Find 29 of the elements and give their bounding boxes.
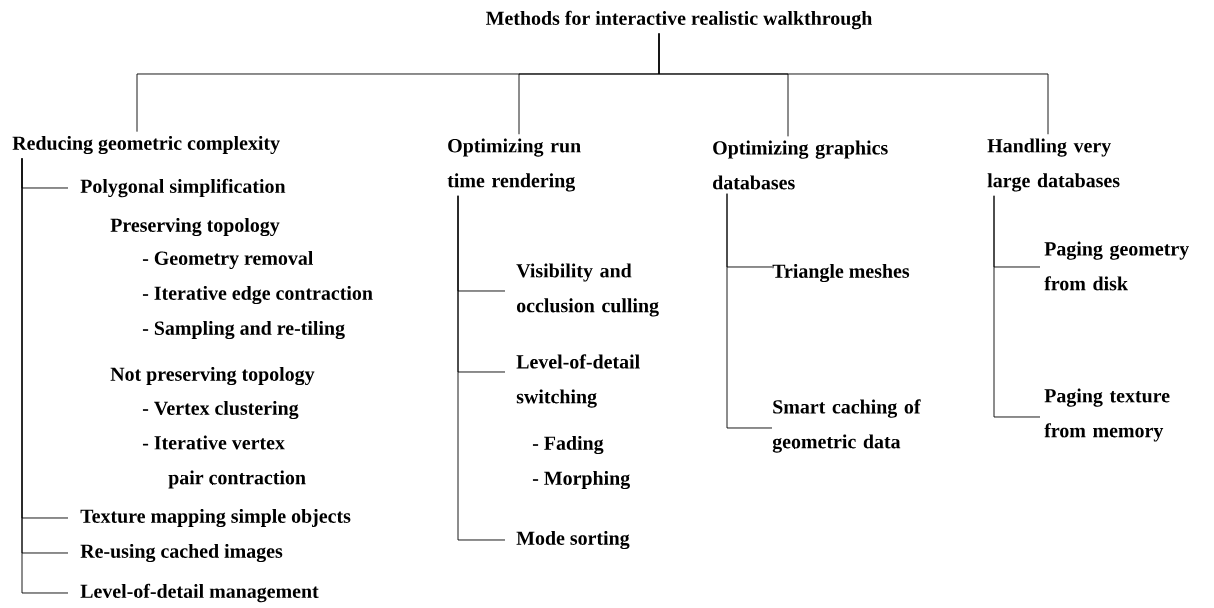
list-item: - Fading <box>532 435 604 455</box>
branch-label: Paging texture from memory <box>1044 388 1170 442</box>
list-item: - Sampling and re-tiling <box>142 320 345 340</box>
branch-label: Re-using cached images <box>80 543 283 563</box>
branch-label: Level-of-detail switching <box>516 354 640 408</box>
list-item: - Iterative vertex pair contraction <box>142 435 306 489</box>
branch-label: Visibility and occlusion culling <box>516 263 659 317</box>
category-heading: Optimizing run time rendering <box>447 138 581 192</box>
tree-connector <box>726 193 773 429</box>
tree-connector <box>993 195 1041 418</box>
branch-label: Polygonal simplification <box>80 178 286 198</box>
list-item: - Iterative edge contraction <box>142 285 373 305</box>
tree-connector <box>658 32 1049 135</box>
tree-connector <box>457 195 506 541</box>
list-item: - Morphing <box>532 470 630 490</box>
heading: Methods for interactive realistic walkthrough <box>486 10 873 30</box>
branch-label: Smart caching of geometric data <box>772 399 921 453</box>
category-heading: Optimizing graphics databases <box>713 140 888 190</box>
list-item: Preserving topology <box>110 217 280 237</box>
list-item: - Geometry removal <box>142 250 313 270</box>
list-item: Not preserving topology <box>110 366 315 386</box>
category-heading: Reducing geometric complexity <box>12 135 280 155</box>
branch-label: Texture mapping simple objects <box>80 508 351 528</box>
branch-label: Triangle meshes <box>772 263 910 283</box>
branch-label: Paging geometry from disk <box>1044 241 1189 291</box>
branch-label: Mode sorting <box>516 530 630 550</box>
list-item: - Vertex clustering <box>142 400 299 420</box>
branch-label: Level-of-detail management <box>80 583 319 603</box>
category-heading: Handling very large databases <box>987 138 1120 192</box>
